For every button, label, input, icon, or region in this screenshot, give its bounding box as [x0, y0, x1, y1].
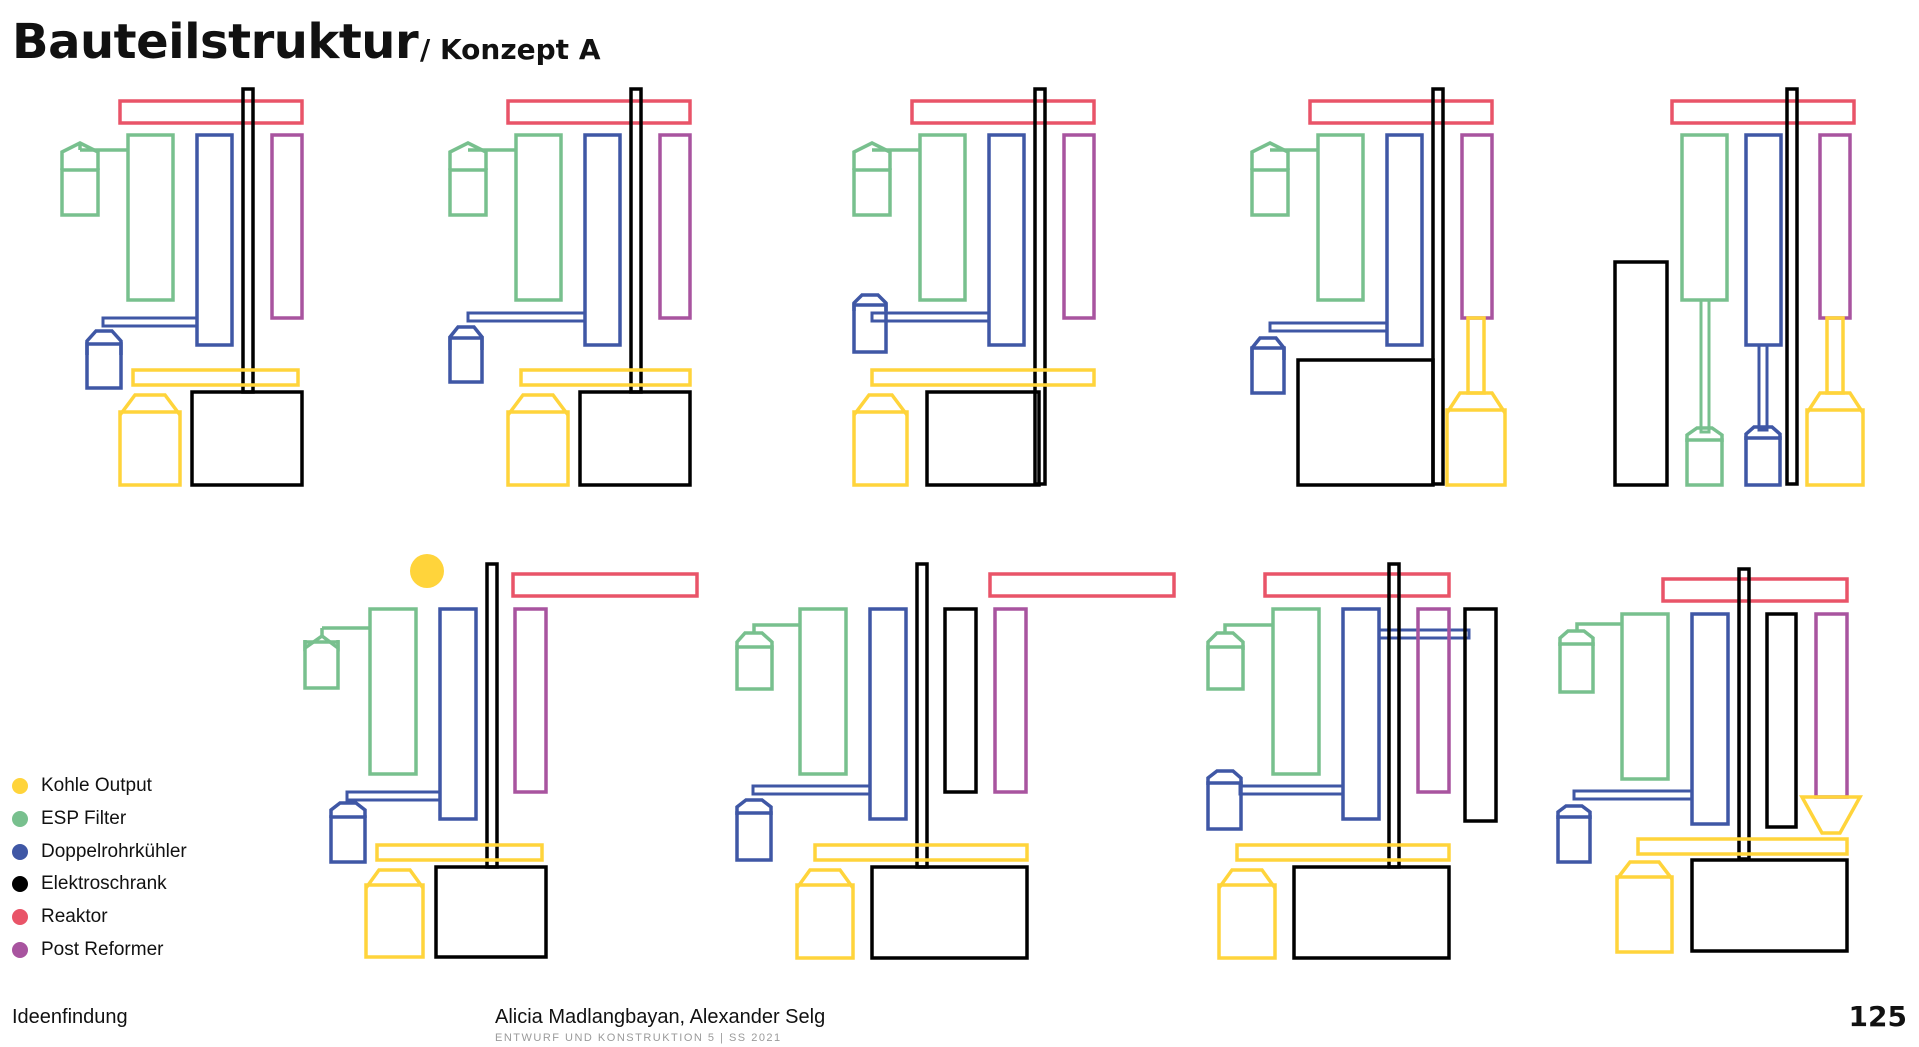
footer-section: Ideenfindung — [12, 1006, 128, 1028]
page-subtitle: / Konzept A — [420, 33, 601, 66]
cooler-hopper-body — [85, 342, 123, 390]
legend-item-kohle-output: Kohle Output — [12, 770, 187, 803]
page-number: 125 — [1848, 1000, 1907, 1033]
variant-8 — [1206, 562, 1498, 960]
electrical-cabinet — [190, 390, 304, 487]
footer-course: ENTWURF UND KONSTRUKTION 5 | SS 2021 — [495, 1032, 782, 1044]
legend-item-doppelrohrkuehler: Doppelrohrkühler — [12, 835, 187, 868]
legend: Kohle Output ESP Filter Doppelrohrkühler… — [12, 770, 187, 966]
legend-dot — [12, 941, 28, 958]
legend-dot — [12, 909, 28, 926]
variant-6 — [303, 554, 699, 959]
footer-authors: Alicia Madlangbayan, Alexander Selg — [495, 1006, 826, 1028]
variant-3 — [852, 87, 1096, 487]
cooler-pipe — [101, 316, 199, 328]
variant-5 — [1613, 87, 1865, 487]
esp-filter-pipe — [78, 143, 128, 152]
variant-7 — [735, 562, 1176, 960]
coal-output-marker — [410, 554, 444, 588]
legend-dot — [12, 876, 28, 893]
chimney — [241, 87, 255, 394]
coal-output-top — [118, 393, 182, 417]
legend-item-reaktor: Reaktor — [12, 901, 187, 934]
legend-item-post-reformer: Post Reformer — [12, 933, 187, 966]
legend-label: Elektroschrank — [41, 873, 167, 895]
variant-2 — [448, 87, 692, 487]
double-pipe-cooler — [195, 133, 234, 347]
variant-1 — [60, 87, 304, 487]
legend-dot — [12, 778, 28, 795]
legend-label: ESP Filter — [41, 808, 127, 830]
legend-label: Reaktor — [41, 906, 108, 928]
legend-dot — [12, 843, 28, 860]
variant-9 — [1556, 567, 1863, 954]
esp-filter-tower — [126, 133, 175, 302]
variant-4 — [1250, 87, 1507, 487]
legend-label: Kohle Output — [41, 775, 152, 797]
legend-item-esp-filter: ESP Filter — [12, 803, 187, 836]
reactor — [118, 99, 304, 125]
legend-label: Doppelrohrkühler — [41, 840, 187, 862]
coal-output-body — [118, 410, 182, 487]
page-title: Bauteilstruktur — [12, 14, 419, 70]
legend-dot — [12, 811, 28, 828]
post-reformer — [270, 133, 304, 320]
esp-filter-body — [60, 168, 100, 217]
coal-conveyor — [131, 368, 300, 387]
legend-label: Post Reformer — [41, 938, 164, 960]
legend-item-elektroschrank: Elektroschrank — [12, 868, 187, 901]
